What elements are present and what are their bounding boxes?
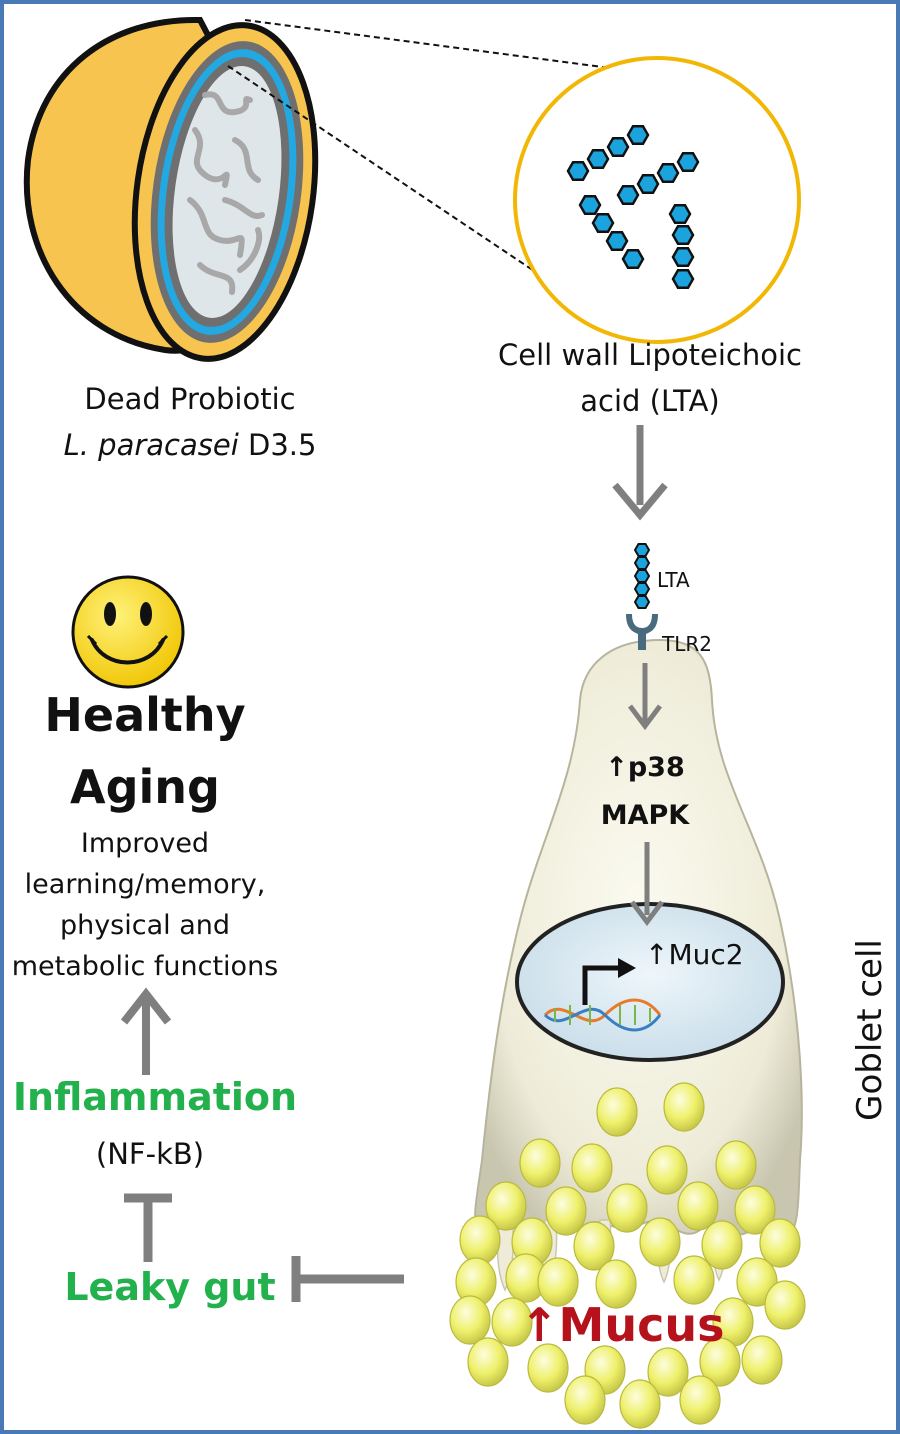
- mucus-granules: [449, 1082, 806, 1429]
- probiotic-strain: D3.5: [238, 428, 317, 462]
- zoom-line-bottom: [227, 65, 556, 286]
- transcription-arrow-icon: [582, 958, 636, 1005]
- healthy-aging-title-line1: Healthy: [44, 688, 246, 742]
- benefit-text: physical and: [59, 910, 231, 941]
- probiotic-cell-illustration: [23, 16, 319, 362]
- lta-zoom-circle: [513, 56, 801, 344]
- tlr2-label: TLR2: [662, 632, 712, 656]
- dna-icon: [543, 998, 662, 1032]
- benefit-text: learning/memory,: [24, 869, 266, 900]
- probiotic-species: L. paracasei: [63, 428, 239, 462]
- leaky-gut-label: Leaky gut: [64, 1265, 276, 1309]
- lta-receptor-label: LTA: [657, 568, 690, 592]
- mucus-label: ↑Mucus: [520, 1298, 725, 1352]
- healthy-aging-title-line2: Aging: [70, 760, 220, 814]
- smiley-face-icon: [71, 575, 185, 689]
- p38-label: ↑p38: [605, 752, 685, 783]
- lta-receptor-chain: [634, 543, 650, 609]
- muc2-label: ↑Muc2: [645, 938, 744, 971]
- benefit-text: metabolic functions: [11, 951, 279, 982]
- tlr2-receptor: [626, 614, 658, 650]
- goblet-cell-label: Goblet cell: [850, 939, 890, 1121]
- zoom-line-top: [244, 19, 649, 74]
- nucleus: [515, 902, 785, 1062]
- probiotic-strain-label: L. paracasei D3.5: [40, 428, 340, 462]
- benefit-text: Improved: [80, 828, 210, 859]
- inflammation-label: Inflammation: [12, 1075, 298, 1119]
- lta-caption-line2: acid (LTA): [580, 384, 720, 418]
- nfkb-label: (NF-kB): [95, 1137, 205, 1171]
- probiotic-dna-strands: [187, 91, 265, 295]
- mapk-label: MAPK: [600, 800, 690, 831]
- probiotic-label: Dead Probiotic: [84, 382, 296, 416]
- lta-caption-line1: Cell wall Lipoteichoic: [498, 338, 802, 372]
